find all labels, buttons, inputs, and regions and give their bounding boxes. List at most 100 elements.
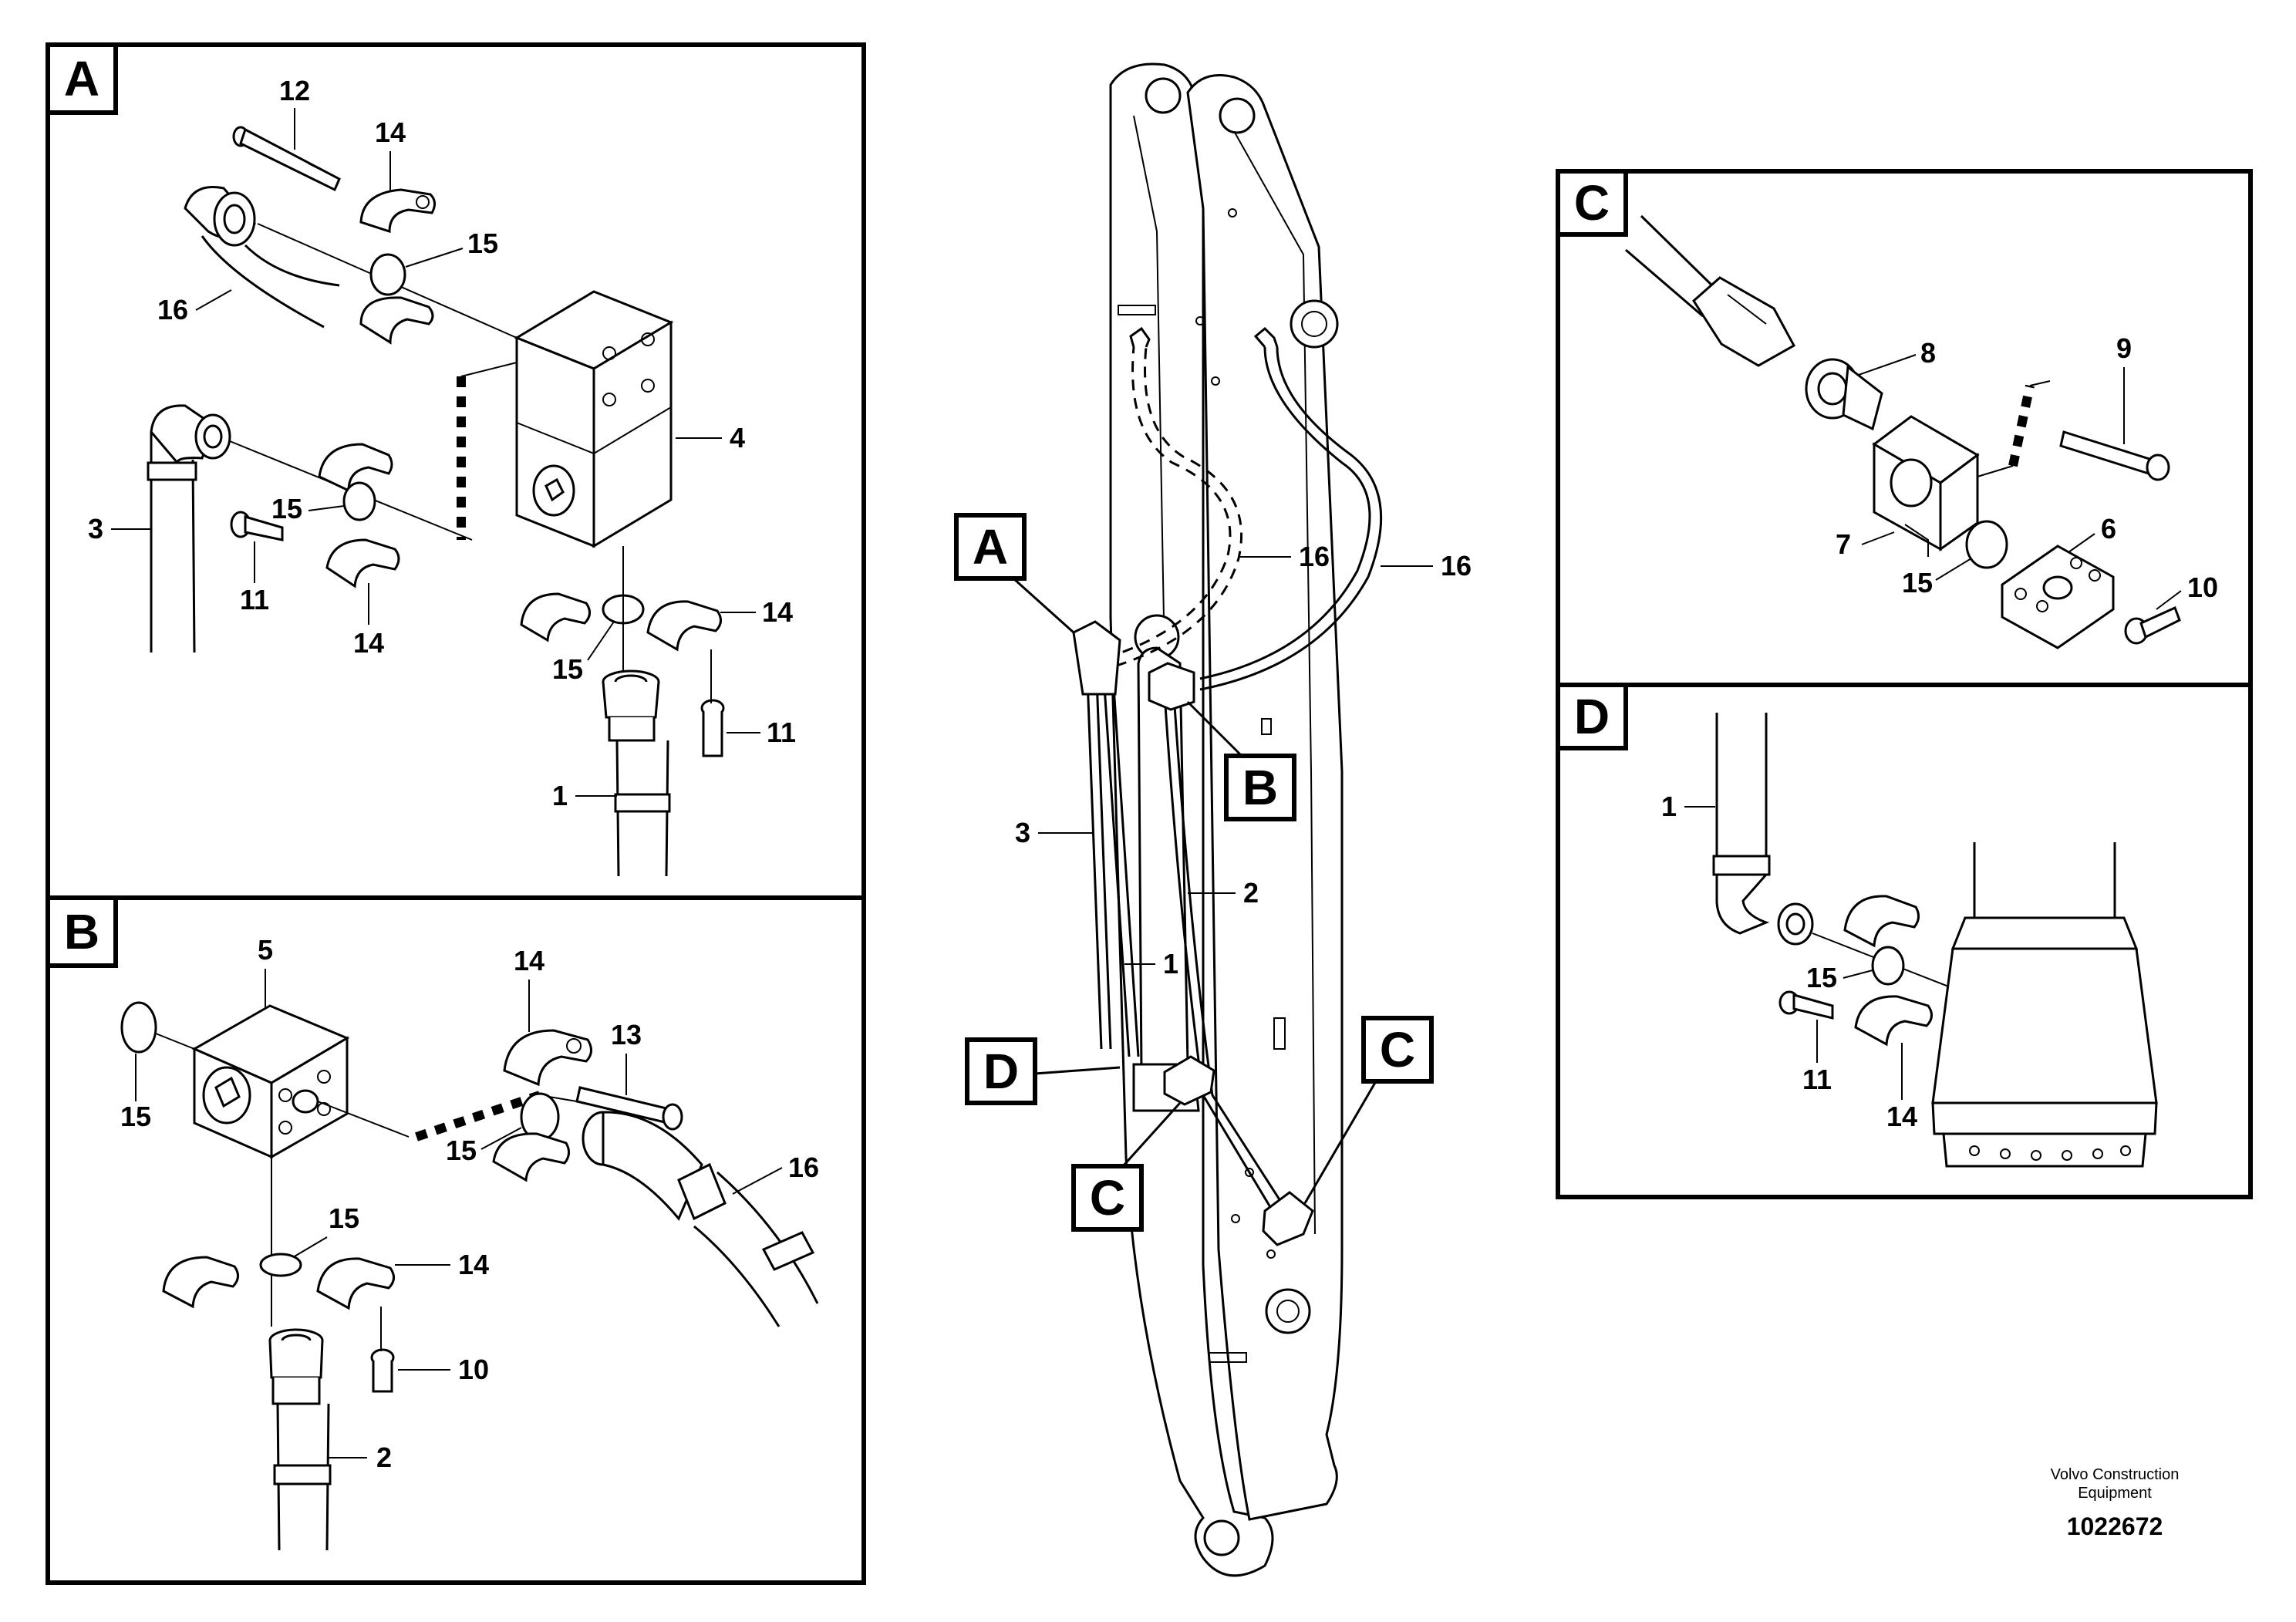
block-7 <box>1872 415 1980 557</box>
callout-d-14: 14 <box>1886 1101 1917 1132</box>
boom-arrow-b <box>1186 700 1243 757</box>
boom-tag-c-right: C <box>1380 1022 1415 1077</box>
hose-16-end <box>1253 326 1279 348</box>
panel-b-tag: B <box>64 904 99 959</box>
callout-c-9: 9 <box>2116 332 2132 364</box>
boom-tag-a-box <box>954 513 1027 581</box>
callout-c-15: 15 <box>1902 567 1933 599</box>
bolt-11-left <box>230 511 284 541</box>
hose-16-dashed-a <box>1087 346 1232 665</box>
hose-1-fitting <box>602 669 671 877</box>
callout-b-5: 5 <box>258 934 273 966</box>
clamp-half-a-low-right <box>646 600 722 652</box>
boom-tag-b: B <box>1242 760 1278 815</box>
panel-d-frame <box>1556 683 2253 1199</box>
panel-c: C <box>1556 169 2253 687</box>
callout-a-14-left: 14 <box>353 627 384 659</box>
hose-3-line-b <box>1095 678 1112 1050</box>
boom-bracket-4 <box>1261 718 1272 735</box>
hose-3-line-a <box>1086 678 1103 1050</box>
panel-d: D <box>1556 683 2253 1199</box>
o-ring-15-d <box>1871 946 1905 986</box>
hose-2-fitting <box>268 1328 332 1551</box>
leader-b-right-axis <box>317 1101 410 1138</box>
boom-assembly: A B D C C 16 16 3 2 1 <box>954 62 1472 1577</box>
boom-callout-2: 2 <box>1243 877 1259 909</box>
callout-a-12: 12 <box>279 75 310 106</box>
hose-16-dashed-end <box>1129 326 1151 348</box>
panel-a: A <box>46 42 866 900</box>
footer-doc-number: 1022672 <box>2067 1512 2163 1540</box>
boom-block-a <box>1072 620 1121 696</box>
callout-b-13: 13 <box>611 1019 642 1050</box>
boom-arrow-c-left <box>1121 1101 1182 1168</box>
leader-c-7 <box>1861 531 1895 545</box>
hose-16-b-fitting <box>582 1111 819 1327</box>
clamp-half-b-low-right <box>316 1257 395 1310</box>
callout-b-2: 2 <box>376 1442 392 1473</box>
leader-c-dash-start <box>1977 465 2014 477</box>
o-ring-15-b-low <box>259 1253 302 1277</box>
callout-b-10: 10 <box>458 1354 489 1385</box>
boom-callout-16-dashed: 16 <box>1299 541 1330 572</box>
footer-brand-line-2: Equipment <box>2078 1485 2152 1502</box>
panel-c-tag-box <box>1556 169 1628 237</box>
boom-tag-c-left-box <box>1071 1164 1144 1232</box>
leader-c-8 <box>1858 354 1917 376</box>
callout-d-11: 11 <box>1802 1064 1832 1095</box>
boom-block-b <box>1148 662 1195 711</box>
manifold-block-5 <box>191 1004 350 1159</box>
boom-callout-1: 1 <box>1163 948 1178 980</box>
hose-16-solid-b <box>1199 346 1383 691</box>
panel-b: B <box>46 895 866 1585</box>
leader-a-15-mid <box>308 505 345 511</box>
boom-callout-3: 3 <box>1015 817 1030 848</box>
boom-pin-top <box>1145 77 1182 114</box>
boom-tag-b-box <box>1224 754 1296 821</box>
boom-arrow-c-right <box>1303 1081 1377 1204</box>
o-ring-15-top <box>369 253 406 296</box>
boom-bracket-1 <box>1118 305 1156 315</box>
boom-pin-low <box>1265 1288 1311 1334</box>
callout-c-6: 6 <box>2101 513 2116 545</box>
panel-b-tag-box <box>46 895 118 968</box>
clamp-half-b-top <box>503 1029 592 1087</box>
callout-b-14-low: 14 <box>458 1249 489 1280</box>
dashed-link-c <box>2008 384 2035 467</box>
boom-pin-bottom <box>1203 1519 1240 1556</box>
boom-cylinder <box>1137 646 1189 1074</box>
boom-arrow-a <box>1012 577 1075 634</box>
leader-b-left-axis <box>155 1033 195 1050</box>
callout-c-7: 7 <box>1836 528 1851 560</box>
callout-a-15-mid: 15 <box>271 493 302 524</box>
hose-1-line-a <box>1103 686 1131 1057</box>
boom-tag-a: A <box>973 519 1008 575</box>
leader-b-15-mid <box>480 1127 522 1150</box>
leader-c-10 <box>2156 590 2182 610</box>
panel-b-frame <box>46 895 866 1585</box>
leader-a-15-top <box>405 248 464 268</box>
hose-16-dashed-b <box>1097 346 1242 673</box>
boom-tag-d: D <box>983 1044 1019 1099</box>
hose-16-solid-a <box>1199 346 1371 680</box>
panel-a-tag: A <box>64 51 99 106</box>
callout-b-14-top: 14 <box>514 945 544 976</box>
boom-tag-c-left: C <box>1090 1170 1125 1226</box>
callout-a-15-low: 15 <box>552 653 583 685</box>
leader-c-6 <box>2068 533 2095 553</box>
panel-d-tag: D <box>1574 689 1610 744</box>
boom-tag-d-box <box>965 1037 1037 1105</box>
bolt-11-right <box>700 699 725 757</box>
leader-a-16 <box>195 289 232 311</box>
flange-6 <box>2001 545 2115 649</box>
callout-a-16: 16 <box>157 294 188 325</box>
callout-a-11-left: 11 <box>240 584 269 615</box>
clamp-half-b-low-left <box>162 1256 239 1309</box>
hose-c-end <box>1625 214 1796 367</box>
callout-c-8: 8 <box>1920 337 1936 369</box>
callout-a-14-top: 14 <box>375 116 406 148</box>
clamp-half-a-mid-lower <box>325 538 400 588</box>
callout-d-15: 15 <box>1806 962 1837 993</box>
clamp-half-a-low-left <box>520 592 591 642</box>
